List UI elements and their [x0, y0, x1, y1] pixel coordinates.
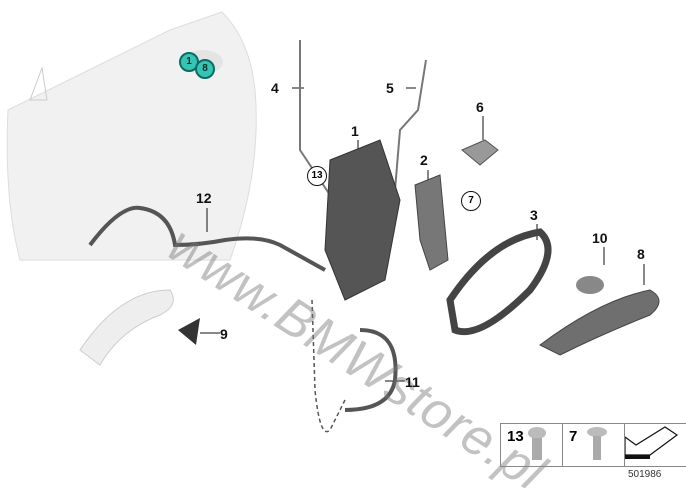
callout-9: 9: [220, 326, 228, 342]
door-window-frame: [29, 66, 48, 101]
clip-9: [178, 318, 200, 345]
door-handle-8: [539, 289, 660, 356]
cable-11-sheath: [344, 328, 398, 412]
legend-label-7: 7: [569, 428, 578, 445]
striker-6: [461, 139, 499, 166]
cable-12: [88, 205, 326, 272]
hardware-legend: 13 7: [500, 423, 686, 467]
door-marker-8: 8: [195, 59, 215, 79]
ref-circle-13: 13: [307, 166, 327, 186]
screw-7-icon: [587, 427, 607, 460]
callout-3: 3: [530, 207, 538, 223]
legend-cell-13: 13: [501, 424, 563, 466]
callout-5: 5: [386, 80, 394, 96]
handle-carrier-3: [446, 228, 552, 336]
callout-8: 8: [637, 246, 645, 262]
screw-13-icon: [528, 427, 546, 460]
callout-6: 6: [476, 99, 484, 115]
callout-4: 4: [271, 80, 279, 96]
bracket-2: [414, 174, 449, 271]
callout-2: 2: [420, 152, 428, 168]
legend-label-13: 13: [507, 428, 524, 445]
callout-11: 11: [405, 374, 420, 390]
legend-cell-7: 7: [563, 424, 625, 466]
callout-10: 10: [592, 230, 608, 246]
ref-circle-7: 7: [461, 191, 481, 211]
arrow-direction-icon: [624, 426, 679, 459]
gasket-10: [576, 276, 604, 294]
callout-1: 1: [351, 123, 359, 139]
callout-12: 12: [196, 190, 212, 206]
door-panel: [6, 11, 257, 261]
rod-5: [394, 59, 427, 191]
legend-cell-direction: [625, 424, 686, 466]
parts-illustration: [6, 11, 679, 460]
door-lock: [324, 139, 401, 301]
diagram-number: 501986: [628, 469, 662, 480]
door-handle-9: [79, 289, 174, 366]
